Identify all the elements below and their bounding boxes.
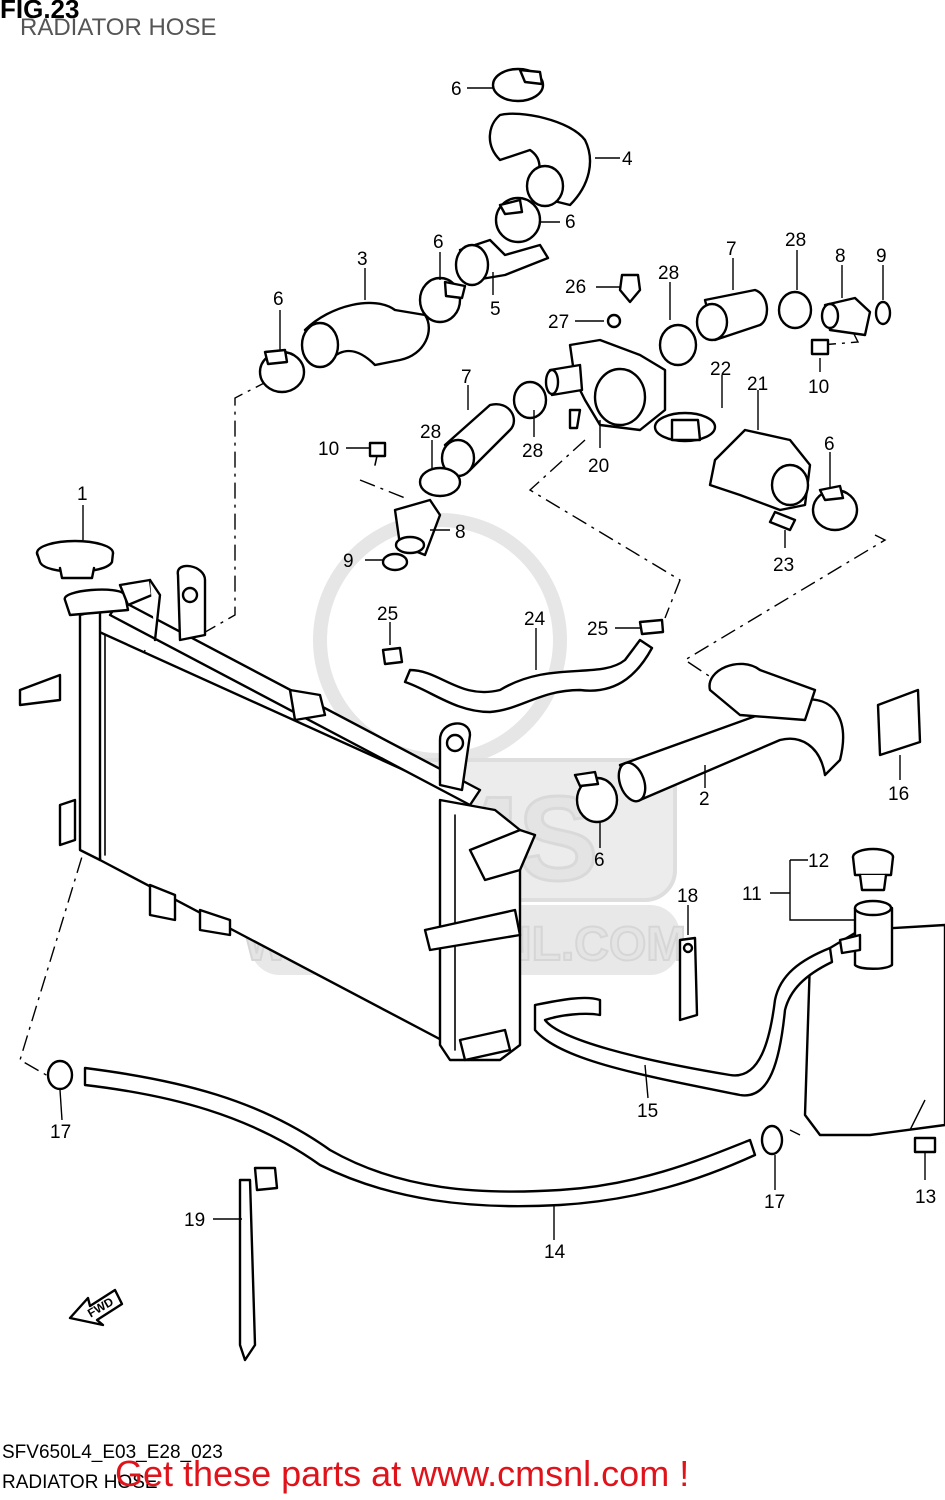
small-clamps-28	[418, 290, 813, 498]
callout-15: 15	[637, 1101, 658, 1122]
callout-10a: 10	[808, 377, 829, 398]
o-rings-9	[381, 300, 892, 572]
callout-16: 16	[888, 784, 909, 805]
callout-14: 14	[544, 1242, 566, 1263]
callout-labels: 1 2 3 4 5 6 6 6 6 6 6 7 7 8 8 9 9 10 10 …	[50, 79, 936, 1263]
callout-28c: 28	[522, 441, 543, 462]
lower-hose-2	[617, 662, 845, 803]
callout-28d: 28	[420, 422, 441, 443]
reservoir-tank-11	[803, 899, 945, 1137]
callout-19: 19	[184, 1210, 205, 1231]
callout-28b: 28	[658, 263, 679, 284]
callout-8a: 8	[835, 246, 846, 267]
figure-subtitle: RADIATOR HOSE	[20, 14, 217, 41]
callout-6c: 6	[433, 232, 444, 253]
callout-21: 21	[747, 374, 768, 395]
hose-5	[454, 238, 550, 287]
callout-24: 24	[524, 609, 546, 630]
thermostat-22	[653, 411, 717, 443]
callout-7a: 7	[726, 239, 737, 260]
callout-23: 23	[773, 555, 794, 576]
callout-13: 13	[915, 1187, 936, 1208]
callout-17a: 17	[50, 1122, 71, 1143]
leader-lines	[59, 87, 926, 1240]
diagram-code: SFV650L4_E03_E28_023	[2, 1442, 223, 1463]
callout-27: 27	[548, 312, 569, 333]
callout-6a: 6	[451, 79, 462, 100]
callout-25a: 25	[377, 604, 398, 625]
callout-9a: 9	[876, 246, 887, 267]
hose-4	[488, 112, 592, 208]
callout-2: 2	[699, 789, 710, 810]
holder-18	[678, 936, 699, 1022]
clips-25	[381, 618, 665, 666]
pad-16	[876, 688, 922, 757]
callout-11: 11	[742, 884, 762, 905]
temp-sensor-26	[606, 273, 642, 329]
radiator	[18, 564, 537, 1062]
callout-9b: 9	[343, 551, 354, 572]
hose-clamps	[258, 67, 859, 824]
bolt-13	[913, 1136, 937, 1154]
callout-6e: 6	[824, 434, 835, 455]
connection-lines	[19, 329, 887, 1136]
callout-6d: 6	[273, 289, 284, 310]
callout-1: 1	[77, 484, 88, 505]
clamps-17	[46, 1059, 784, 1156]
callout-17b: 17	[764, 1192, 785, 1213]
callout-20: 20	[588, 456, 609, 477]
hoses-7	[440, 288, 769, 478]
thermostat-housing-20	[544, 338, 667, 432]
promo-link[interactable]: Get these parts at www.cmsnl.com !	[115, 1453, 690, 1494]
diagram-name: RADIATOR HOSE	[2, 1472, 158, 1493]
connectors-8	[393, 296, 872, 557]
callout-28a: 28	[785, 230, 806, 251]
callout-26: 26	[565, 277, 586, 298]
cable-tie-19	[238, 1166, 279, 1362]
bolts-10	[368, 338, 830, 466]
callout-6b: 6	[565, 212, 576, 233]
callout-12: 12	[808, 851, 829, 872]
callout-6f: 6	[594, 850, 605, 871]
hose-14	[83, 1066, 757, 1208]
callout-5: 5	[490, 299, 501, 320]
figure-title: FIG.23	[0, 0, 80, 24]
bolt-23	[768, 510, 797, 532]
callout-4: 4	[622, 149, 633, 170]
hose-15	[533, 946, 834, 1097]
callout-22: 22	[710, 359, 731, 380]
thermostat-cover-21	[708, 428, 812, 512]
callout-3: 3	[357, 249, 368, 270]
callout-10b: 10	[318, 439, 339, 460]
callout-8b: 8	[455, 522, 466, 543]
reservoir-cap-12	[851, 847, 895, 892]
upper-hose-3	[300, 301, 430, 369]
radiator-cap	[35, 539, 162, 642]
callout-25b: 25	[587, 619, 608, 640]
callout-18: 18	[677, 886, 698, 907]
small-hose-24	[403, 638, 654, 714]
fwd-arrow-icon: FWD	[68, 1288, 124, 1327]
callout-7b: 7	[461, 367, 472, 388]
